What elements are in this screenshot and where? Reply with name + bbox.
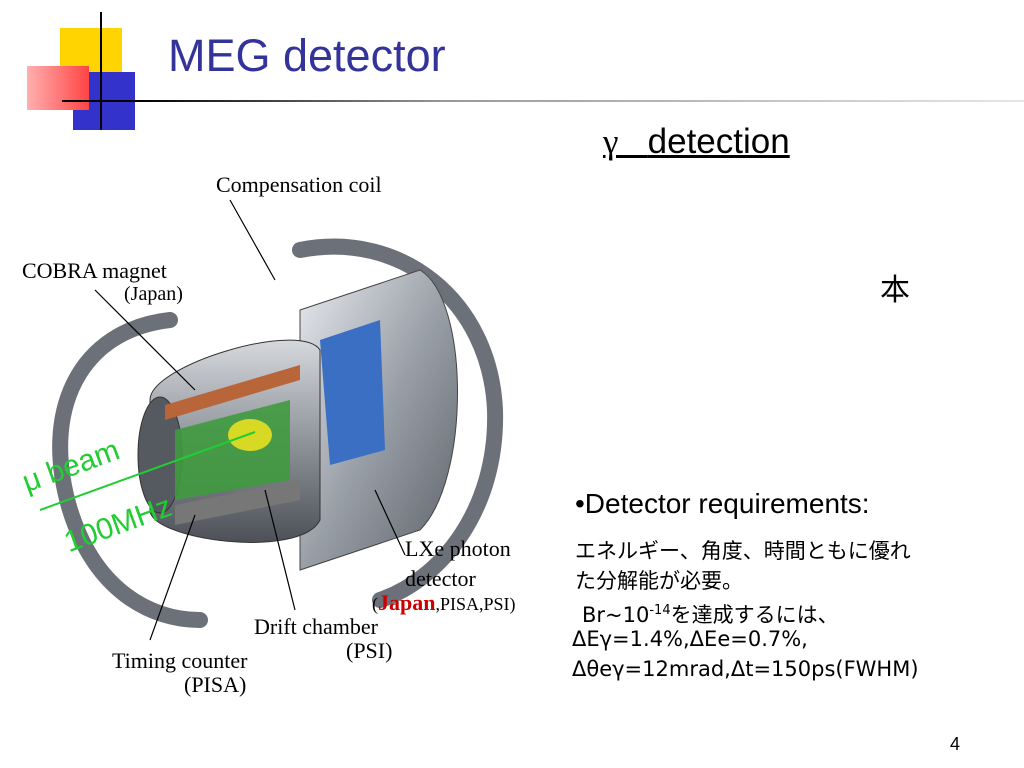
req-line3-a: Br~10 xyxy=(582,603,650,627)
label-compensation-coil: Compensation coil xyxy=(216,172,382,197)
leader-drift xyxy=(264,489,296,611)
req-line4: ΔEγ=1.4%,ΔEe=0.7%, xyxy=(572,627,808,651)
gamma-symbol: γ xyxy=(603,122,619,161)
label-lxe-line1: LXe photon xyxy=(405,536,511,561)
req-line3-b: を達成するには、 xyxy=(670,603,839,627)
requirements-heading: •Detector requirements: xyxy=(575,488,870,519)
req-line5: Δθeγ=12mrad,Δt=150ps(FWHM) xyxy=(572,657,919,681)
decor-red-square xyxy=(27,66,89,110)
lxe-origin-rest: ,PISA,PSI xyxy=(435,594,510,614)
req-line3: Br~10-14を達成するには、 xyxy=(582,599,839,629)
req-line2: た分解能が必要。 xyxy=(575,569,743,593)
label-timing-counter: Timing counter xyxy=(112,648,248,673)
magnet-coil xyxy=(165,365,300,420)
gamma-detection-text: detection xyxy=(647,122,790,161)
decor-vertical-line xyxy=(100,12,102,130)
page-number: 4 xyxy=(950,734,961,754)
label-cobra-magnet: COBRA magnet xyxy=(22,258,167,283)
label-drift-origin: (PSI) xyxy=(346,638,393,663)
title-underline xyxy=(62,100,1024,102)
req-line1: エネルギー、角度、時間ともに優れ xyxy=(575,539,911,563)
leader-compensation xyxy=(229,199,276,281)
slide-title: MEG detector xyxy=(168,30,446,81)
lxe-blue-face xyxy=(320,320,385,465)
label-lxe-origin: (Japan,PISA,PSI) xyxy=(372,590,516,616)
text-line3: 本 xyxy=(880,273,910,308)
leader-lxe xyxy=(374,489,406,556)
compensation-coil-right xyxy=(292,238,504,608)
label-cobra-origin: (Japan) xyxy=(124,283,183,305)
beam-line xyxy=(39,431,256,511)
label-lxe-line2: detector xyxy=(405,566,476,591)
compensation-coil-left xyxy=(52,312,208,628)
lxe-origin-close: ) xyxy=(509,594,516,614)
detector-illustration xyxy=(39,199,504,641)
leader-timing xyxy=(149,514,196,641)
req-line3-sup: -14 xyxy=(649,603,671,618)
gamma-detection-heading: γ detection xyxy=(603,122,790,162)
target-shape xyxy=(228,419,272,451)
lxe-origin-japan: Japan xyxy=(378,590,436,615)
lxe-origin-open: ( xyxy=(372,594,378,614)
detector-figure: Compensation coil COBRA magnet (Japan) μ… xyxy=(0,150,560,710)
timing-counter-shape xyxy=(175,480,300,525)
label-timing-origin: (PISA) xyxy=(184,672,247,697)
leader-cobra xyxy=(94,289,196,391)
label-drift-chamber: Drift chamber xyxy=(254,614,378,639)
